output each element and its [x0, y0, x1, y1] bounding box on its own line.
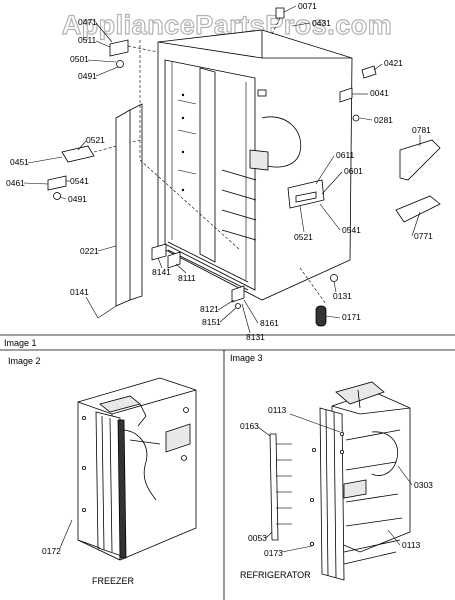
callout-8141: 8141 — [152, 267, 171, 277]
panel-1-callouts: 0071 0471 0431 0511 0501 0491 0421 0041 … — [6, 1, 433, 342]
callout-0461: 0461 — [6, 178, 25, 188]
callout-0521-right: 0521 — [294, 232, 313, 242]
callout-8151: 8151 — [202, 317, 221, 327]
callout-0113-bottom: 0113 — [402, 540, 421, 550]
panel-3-title: Image 3 — [230, 353, 263, 363]
callout-0541-right: 0541 — [342, 225, 361, 235]
panel-3-drawing — [269, 381, 411, 581]
panel-1-title: Image 1 — [4, 338, 37, 348]
callout-0511: 0511 — [78, 35, 97, 45]
callout-0281: 0281 — [374, 115, 393, 125]
callout-0491-bottom: 0491 — [68, 194, 87, 204]
panel-2-callouts: 0172 FREEZER — [42, 519, 135, 586]
callout-0471: 0471 — [78, 17, 97, 27]
panel-1-drawing — [47, 7, 441, 327]
callout-0041: 0041 — [370, 88, 389, 98]
callout-0131: 0131 — [333, 291, 352, 301]
watermark: AppliancePartsPros.com — [62, 10, 393, 40]
callout-8161: 8161 — [260, 318, 279, 328]
callout-0521-left: 0521 — [86, 135, 105, 145]
panel-2-drawing — [77, 377, 197, 561]
callout-0771: 0771 — [414, 231, 433, 241]
callout-8131: 8131 — [246, 332, 265, 342]
callout-0421: 0421 — [384, 58, 403, 68]
callout-0431: 0431 — [312, 18, 331, 28]
callout-0601: 0601 — [344, 166, 363, 176]
callout-0303: 0303 — [414, 480, 433, 490]
caption-refrigerator: REFRIGERATOR — [240, 570, 311, 580]
callout-0501: 0501 — [70, 54, 89, 64]
callout-0541-left: 0541 — [70, 176, 89, 186]
callout-0221: 0221 — [80, 246, 99, 256]
callout-0053: 0053 — [248, 533, 267, 543]
callout-8121: 8121 — [200, 304, 219, 314]
callout-0491-top: 0491 — [78, 71, 97, 81]
callout-0611: 0611 — [336, 150, 355, 160]
callout-0141: 0141 — [70, 287, 89, 297]
callout-0781: 0781 — [412, 125, 431, 135]
callout-8111: 8111 — [178, 273, 196, 283]
callout-0071: 0071 — [298, 1, 317, 11]
callout-0172: 0172 — [42, 546, 61, 556]
callout-0451: 0451 — [10, 157, 29, 167]
callout-0171: 0171 — [342, 312, 361, 322]
callout-0113-top: 0113 — [268, 405, 287, 415]
panel-3-callouts: 0163 0113 0303 0053 0173 0113 REFRIGERAT… — [240, 405, 433, 580]
caption-freezer: FREEZER — [92, 576, 135, 586]
panel-2-title: Image 2 — [8, 356, 41, 366]
callout-0173: 0173 — [264, 548, 283, 558]
callout-0163: 0163 — [240, 421, 259, 431]
